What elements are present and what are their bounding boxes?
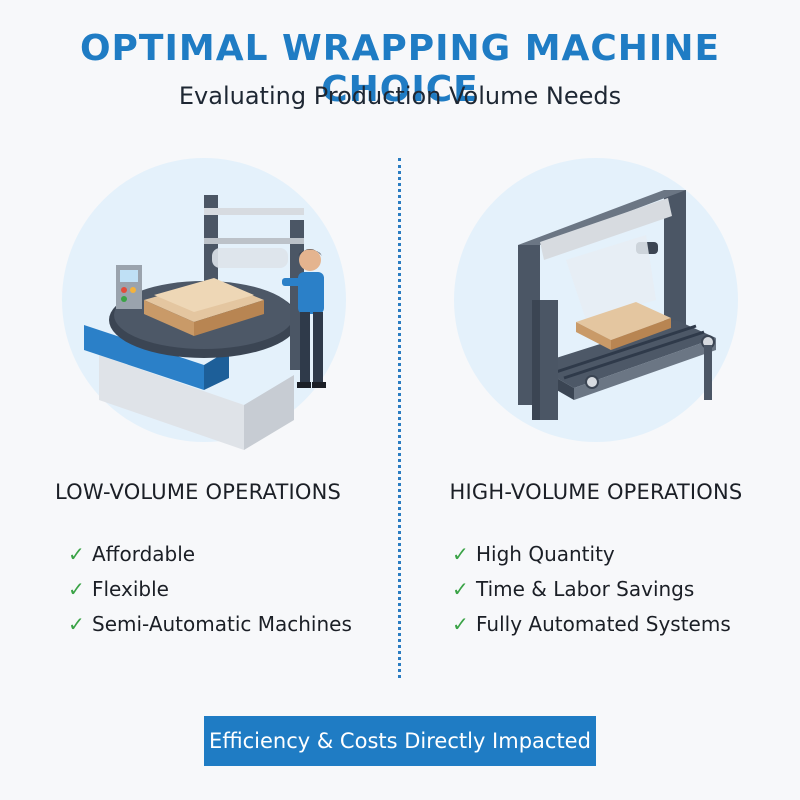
low-volume-heading: LOW-VOLUME OPERATIONS — [54, 480, 342, 504]
check-icon: ✓ — [452, 576, 469, 601]
page-title: OPTIMAL WRAPPING MACHINE CHOICE — [79, 28, 721, 110]
check-icon: ✓ — [68, 576, 85, 601]
column-divider — [398, 158, 401, 678]
check-icon: ✓ — [452, 541, 469, 566]
list-item: ✓Affordable — [68, 541, 196, 566]
high-volume-feature-list: ✓High Quantity ✓Time & Labor Savings ✓Fu… — [452, 536, 782, 641]
list-item: ✓Flexible — [68, 576, 169, 601]
low-volume-feature-list: ✓Affordable ✓Flexible ✓Semi-Automatic Ma… — [68, 536, 398, 641]
list-item: ✓Semi-Automatic Machines — [68, 611, 352, 636]
check-icon: ✓ — [68, 611, 85, 636]
conclusion-banner: Efficiency & Costs Directly Impacted — [204, 716, 596, 766]
semi-automatic-wrapper-illustration — [62, 158, 346, 450]
check-icon: ✓ — [68, 541, 85, 566]
list-item: ✓High Quantity — [452, 541, 615, 566]
check-icon: ✓ — [452, 611, 469, 636]
list-item: ✓Fully Automated Systems — [452, 611, 731, 636]
automated-wrapping-system-illustration — [454, 158, 738, 442]
page-subtitle: Evaluating Production Volume Needs — [178, 82, 622, 110]
list-item: ✓Time & Labor Savings — [452, 576, 695, 601]
high-volume-heading: HIGH-VOLUME OPERATIONS — [449, 480, 743, 504]
